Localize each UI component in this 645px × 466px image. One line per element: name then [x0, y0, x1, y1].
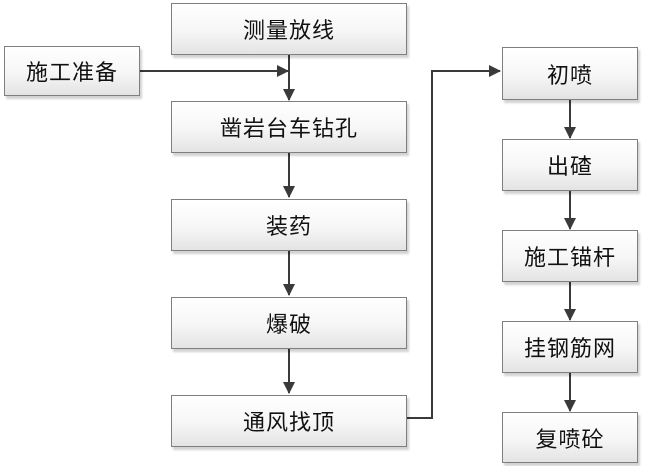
step-initial-spray-box: 初喷: [502, 47, 638, 100]
step-survey-box: 测量放线: [171, 3, 407, 55]
step-steel-mesh-box: 挂钢筋网: [502, 321, 638, 373]
step-anchor-bolt-box: 施工锚杆: [502, 230, 638, 282]
step-mucking-box: 出碴: [502, 139, 638, 191]
step-ventilation-box: 通风找顶: [171, 395, 407, 447]
arrow-ventilation-to-initial-spray: [405, 65, 501, 419]
step-blasting-box: 爆破: [171, 297, 407, 349]
step-charging-box: 装药: [171, 199, 407, 251]
step-drilling-box: 凿岩台车钻孔: [171, 101, 407, 153]
step-re-spray-box: 复喷砼: [502, 412, 638, 463]
step-preparation-box: 施工准备: [4, 46, 140, 96]
